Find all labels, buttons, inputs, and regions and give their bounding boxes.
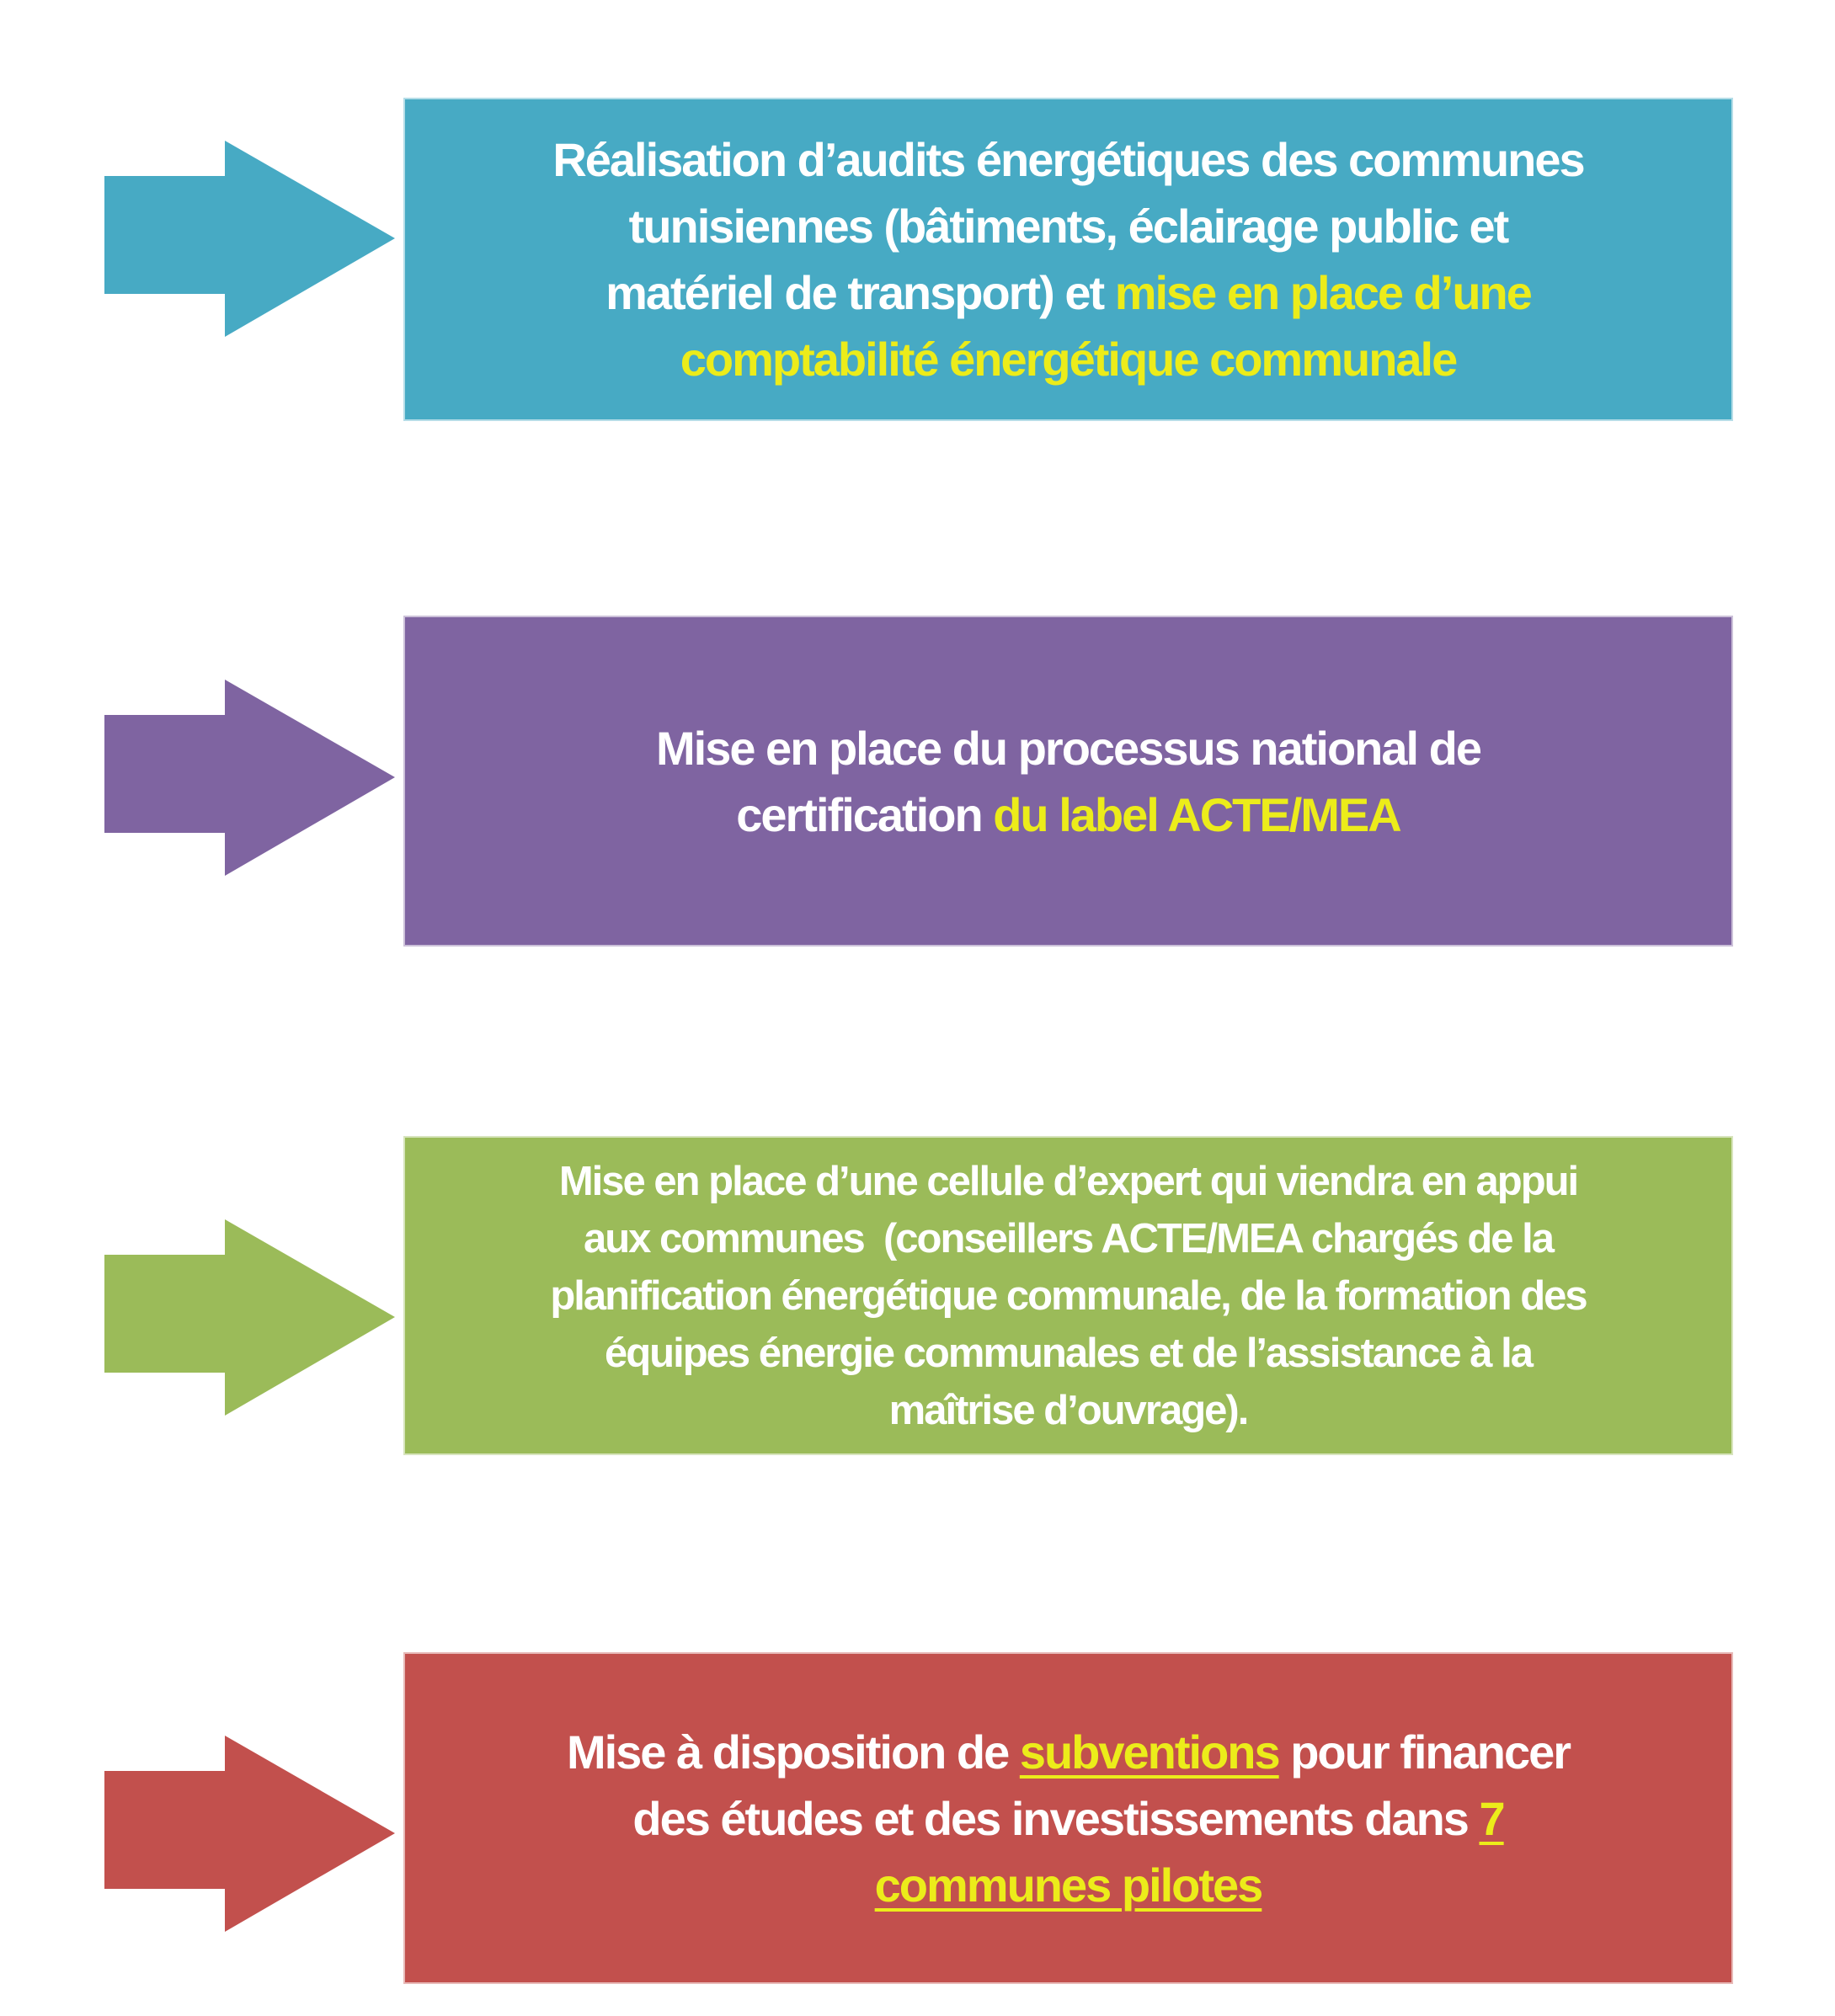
text-line: équipes énergie communales et de l’assis… [604,1330,1534,1376]
step3-arrow-icon [104,1219,395,1416]
text-segment: Réalisation d’audits énergétiques des co… [552,133,1585,186]
highlight-segment: subventions [1019,1725,1281,1779]
text-line: Mise en place d’une cellule d’expert qui… [558,1158,1579,1204]
step4-box: Mise à disposition de subventions pour f… [403,1652,1733,1984]
step2-text: Mise en place du processus national de c… [656,715,1482,848]
text-segment: certification [736,787,994,841]
highlight-segment: mise en place d’une [1114,266,1533,319]
highlight-segment: 7 [1479,1791,1505,1845]
text-line: maîtrise d’ouvrage). [888,1387,1250,1433]
text-segment: tunisiennes (bâtiments, éclairage public… [628,200,1510,253]
step1-arrow-icon [104,141,395,337]
step2-arrow-icon [104,680,395,876]
text-line: planification énergétique communale, de … [550,1272,1587,1319]
step1-text: Réalisation d’audits énergétiques des co… [552,126,1585,392]
text-segment: Mise à disposition de [566,1725,1020,1779]
step3-text: Mise en place d’une cellule d’expert qui… [550,1153,1587,1439]
step4-text: Mise à disposition de subventions pour f… [566,1719,1571,1918]
step4-arrow-icon [104,1736,395,1932]
step1-box: Réalisation d’audits énergétiques des co… [403,98,1733,421]
text-segment: matériel de transport) et [605,266,1115,319]
text-segment: pour financer [1278,1725,1571,1779]
step3-box: Mise en place d’une cellule d’expert qui… [403,1136,1733,1455]
highlight-segment: communes pilotes [874,1858,1264,1912]
text-line: aux communes (conseillers ACTE/MEA charg… [584,1215,1555,1261]
highlight-segment: du label ACTE/MEA [993,787,1402,841]
text-segment: des études et des investissements dans [632,1791,1480,1845]
highlight-segment: comptabilité énergétique communale [680,333,1459,386]
step2-box: Mise en place du processus national de c… [403,616,1733,947]
text-segment: Mise en place du processus national de [656,721,1482,775]
